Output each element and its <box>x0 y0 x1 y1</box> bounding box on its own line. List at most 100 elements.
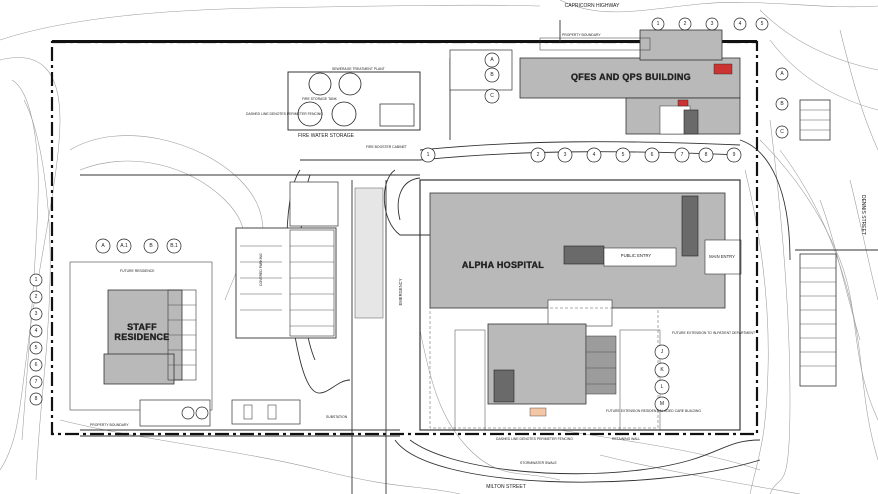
grid-bubble: 6 <box>644 147 660 163</box>
svg-text:6: 6 <box>35 362 38 368</box>
svg-text:1: 1 <box>427 152 430 158</box>
alpha-hospital <box>419 179 742 431</box>
grid-bubble: 4 <box>733 17 747 31</box>
main-entry-label: MAIN ENTRY <box>709 254 735 259</box>
grid-bubble: A.1 <box>116 238 132 254</box>
svg-text:4: 4 <box>593 152 596 158</box>
grid-top: 1 2 3 4 5 6 7 8 9 <box>420 147 742 163</box>
grid-left: 1 2 3 4 5 6 7 8 <box>29 273 43 406</box>
svg-text:1: 1 <box>657 21 660 27</box>
central-carpark <box>235 181 384 339</box>
future-residence-note: FUTURE RESIDENCE <box>120 269 155 273</box>
svg-text:2: 2 <box>537 152 540 158</box>
covered-parking-note: COVERED PARKING <box>259 253 263 286</box>
grid-bubble: 4 <box>29 324 43 338</box>
grid-bubble: 7 <box>674 147 690 163</box>
east-parking <box>799 99 837 387</box>
svg-text:3: 3 <box>35 311 38 317</box>
perimeter-fencing-note-south: DASHED LINE DENOTES PERIMETER FENCING <box>496 437 573 441</box>
grid-bubble: C <box>484 88 500 104</box>
grid-bubble: J <box>654 344 670 360</box>
grid-bubble: 1 <box>29 273 43 287</box>
substation-note: SUBSTATION <box>326 415 348 419</box>
future-extension-inpatient-note: FUTURE EXTENSION TO IN-PATIENT DEPARTMEN… <box>672 331 755 335</box>
perimeter-fencing-note: DASHED LINE DENOTES PERIMETER FENCING <box>246 112 323 116</box>
grid-bubble: K <box>654 362 670 378</box>
svg-text:A: A <box>101 243 105 249</box>
sewer-treatment-note: SEWERAGE TREATMENT PLANT <box>332 67 385 71</box>
grid-staff: A A.1 B B.1 <box>95 238 182 254</box>
svg-text:8: 8 <box>35 396 38 402</box>
svg-text:5: 5 <box>761 21 764 27</box>
svg-text:3: 3 <box>711 21 714 27</box>
grid-bubble: 1 <box>651 17 665 31</box>
grid-bubble: 8 <box>698 147 714 163</box>
grid-bubble: 5 <box>615 147 631 163</box>
svg-text:B.1: B.1 <box>170 243 178 249</box>
svg-text:9: 9 <box>733 152 736 158</box>
fire-water-storage <box>287 71 421 131</box>
svg-text:2: 2 <box>684 21 687 27</box>
svg-text:1: 1 <box>35 277 38 283</box>
grid-bubble: 5 <box>29 341 43 355</box>
svg-text:7: 7 <box>35 379 38 385</box>
svg-text:6: 6 <box>651 152 654 158</box>
svg-text:A: A <box>780 71 784 77</box>
svg-text:5: 5 <box>622 152 625 158</box>
internal-roads <box>80 20 878 494</box>
north-boundary-line <box>52 40 757 43</box>
north-street-label: CAPRICORN HIGHWAY <box>565 3 620 9</box>
stormwater-note: STORMWATER SWALE <box>520 461 557 465</box>
east-street-label: DENNIS STREET <box>860 195 866 235</box>
south-street-label: MILTON STREET <box>486 484 526 490</box>
grid-bubble: A <box>95 238 111 254</box>
svg-text:B: B <box>149 243 153 249</box>
fire-water-label: FIRE WATER STORAGE <box>298 133 355 139</box>
grid-bubble: B <box>143 238 159 254</box>
fire-booster-note: FIRE BOOSTER CABINET <box>366 145 407 149</box>
grid-bubble: M <box>654 396 670 412</box>
grid-bubble: 6 <box>29 358 43 372</box>
svg-text:A: A <box>490 57 494 63</box>
svg-text:L: L <box>661 384 664 390</box>
svg-text:B: B <box>490 72 494 78</box>
property-boundary-note-north: PROPERTY BOUNDARY <box>562 33 601 37</box>
grid-right: J K L M <box>654 344 670 412</box>
svg-text:A.1: A.1 <box>120 243 128 249</box>
grid-bubble: 9 <box>726 147 742 163</box>
fire-storage-tank-note: FIRE STORAGE TANK <box>302 97 338 101</box>
svg-text:M: M <box>660 401 664 407</box>
grid-bubble: 2 <box>29 290 43 304</box>
svg-text:C: C <box>490 93 494 99</box>
svg-text:3: 3 <box>564 152 567 158</box>
grid-bubble: A <box>484 52 500 68</box>
grid-bubble: 2 <box>678 17 692 31</box>
svg-text:J: J <box>661 349 664 355</box>
grid-bubble: 5 <box>755 17 769 31</box>
grid-bubble: B <box>775 97 789 111</box>
grid-east: A B C <box>775 67 789 139</box>
svg-text:K: K <box>660 367 664 373</box>
grid-bubble: 8 <box>29 392 43 406</box>
svg-text:5: 5 <box>35 345 38 351</box>
qfes-label: QFES AND QPS BUILDING <box>571 72 691 82</box>
svg-text:4: 4 <box>739 21 742 27</box>
grid-bubble: L <box>654 379 670 395</box>
retaining-wall-note: RETAINING WALL <box>612 437 640 441</box>
future-extension-residential-note: FUTURE EXTENSION RESIDENTIAL AGED CARE B… <box>606 409 701 413</box>
svg-text:7: 7 <box>681 152 684 158</box>
grid-qfes: 1 2 3 4 5 <box>651 17 769 31</box>
grid-bubble: A <box>775 67 789 81</box>
svg-text:8: 8 <box>705 152 708 158</box>
grid-bubble: C <box>775 125 789 139</box>
staff-residence <box>69 261 301 427</box>
grid-bubble: 3 <box>705 17 719 31</box>
staff-residence-label-1: STAFF <box>127 322 157 332</box>
grid-bubble: B <box>484 67 500 83</box>
staff-residence-label-2: RESIDENCE <box>114 332 169 342</box>
public-entry-label: PUBLIC ENTRY <box>621 253 652 258</box>
grid-bubble: 2 <box>530 147 546 163</box>
grid-bubble: B.1 <box>166 238 182 254</box>
